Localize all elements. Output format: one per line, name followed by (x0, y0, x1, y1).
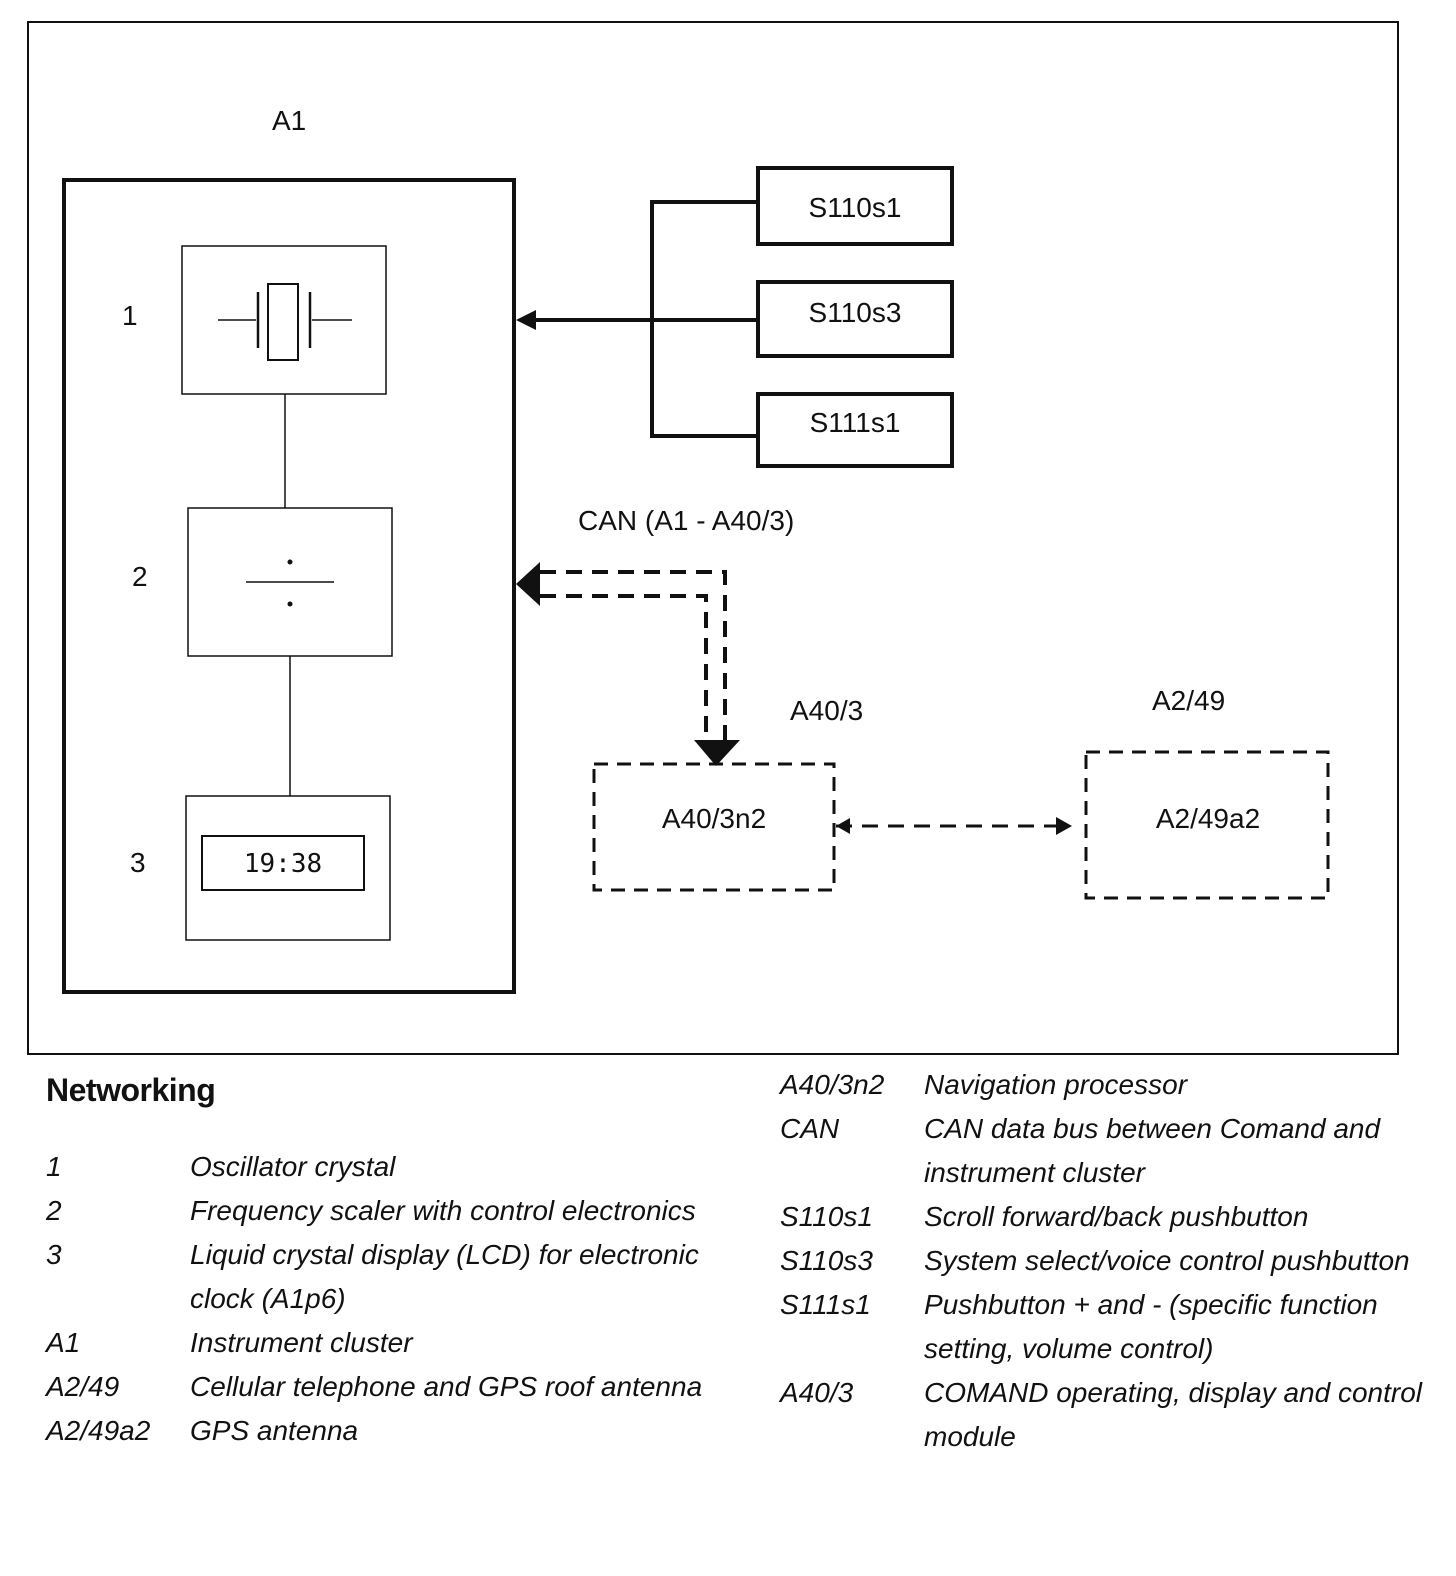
item-1-label: 1 (122, 300, 138, 331)
legend-row: 2 Frequency scaler with control electroni… (46, 1189, 706, 1233)
legend-code: A2/49a2 (46, 1415, 151, 1446)
legend-code: S111s1 (780, 1289, 871, 1320)
legend-code: 3 (46, 1239, 62, 1270)
can-bus-link (540, 570, 727, 740)
legend-code: S110s1 (780, 1201, 873, 1232)
legend-code: A2/49 (46, 1371, 120, 1402)
lcd-screen (201, 835, 365, 891)
legend-code: A1 (46, 1327, 81, 1358)
gps-link-arrow-left (836, 818, 850, 834)
navigation-processor-label: A40/3n2 (662, 803, 766, 834)
legend-row: CAN CAN data bus between Comand and instr… (780, 1107, 1440, 1195)
legend-row: S110s1 Scroll forward/back pushbutton (780, 1195, 1440, 1239)
legend-description: Pushbutton + and - (specific function se… (924, 1289, 1378, 1364)
switch-input-arrow (516, 310, 536, 330)
oscillator-crystal-icon (218, 283, 352, 361)
divide-icon (246, 559, 334, 607)
legend-row: S110s3 System select/voice control pushbu… (780, 1239, 1440, 1283)
legend-description: Instrument cluster (190, 1327, 413, 1358)
legend-description: Navigation processor (924, 1069, 1188, 1100)
switch-label-s110s3: S110s3 (809, 297, 902, 328)
legend-left-column: 1 Oscillator crystal 2 Frequency scaler wit… (46, 1145, 706, 1453)
legend-row: A1 Instrument cluster (46, 1321, 706, 1365)
item-3-label: 3 (130, 847, 146, 878)
legend-description: Scroll forward/back pushbutton (924, 1201, 1309, 1232)
lcd-box (185, 795, 391, 941)
legend-row: A40/3n2 Navigation processor (780, 1063, 1440, 1107)
switch-label-s110s1: S110s1 (809, 192, 902, 223)
legend-description: Cellular telephone and GPS roof antenna (190, 1371, 703, 1402)
legend-code: S110s3 (780, 1245, 873, 1276)
lcd-time: 19:38 (244, 849, 322, 879)
gps-antenna-box (1084, 750, 1330, 900)
legend-code: 1 (46, 1151, 62, 1182)
switch-bus-lines (530, 200, 758, 438)
legend-description: System select/voice control pushbutton (924, 1245, 1410, 1276)
a2-label: A2/49 (1152, 685, 1225, 716)
oscillator-crystal-box (181, 245, 387, 395)
legend-code: A40/3n2 (780, 1069, 885, 1100)
legend-row: A40/3 COMAND operating, display and contr… (780, 1371, 1440, 1459)
switch-box-s111s1 (756, 392, 954, 468)
legend-row: S111s1 Pushbutton + and - (specific funct… (780, 1283, 1440, 1371)
legend-row: 1 Oscillator crystal (46, 1145, 706, 1189)
legend-code: A40/3 (780, 1377, 854, 1408)
legend-description: Frequency scaler with control electronic… (190, 1195, 696, 1226)
can-arrow-left (516, 562, 540, 606)
legend-code: CAN (780, 1113, 840, 1144)
cluster-label: A1 (272, 105, 306, 136)
legend-description: Liquid crystal display (LCD) for electro… (190, 1239, 699, 1314)
switch-label-s111s1: S111s1 (810, 407, 901, 438)
gps-antenna-label: A2/49a2 (1156, 803, 1260, 834)
a40-label: A40/3 (790, 695, 863, 726)
legend-row: A2/49a2 GPS antenna (46, 1409, 706, 1453)
gps-link-arrow-right (1056, 817, 1072, 835)
can-arrow-down (694, 740, 740, 766)
legend-description: COMAND operating, display and control mo… (924, 1377, 1423, 1452)
legend-row: A2/49 Cellular telephone and GPS roof ant… (46, 1365, 706, 1409)
legend-description: Oscillator crystal (190, 1151, 396, 1182)
legend-code: 2 (46, 1195, 62, 1226)
legend-description: GPS antenna (190, 1415, 359, 1446)
can-label: CAN (A1 - A40/3) (578, 505, 794, 536)
diagram-frame (27, 21, 1399, 1055)
instrument-cluster-box (62, 178, 516, 994)
switch-box-s110s1 (756, 166, 954, 246)
networking-diagram: A1 1 2 3 19:38 S110s1 S110s3 S111s1 CAN … (27, 21, 1399, 1055)
item-2-label: 2 (132, 561, 148, 592)
legend-description: CAN data bus between Comand and instrume… (924, 1113, 1381, 1188)
legend-row: 3 Liquid crystal display (LCD) for electr… (46, 1233, 706, 1321)
navigation-processor-box (592, 762, 836, 892)
legend-title: Networking (46, 1072, 216, 1108)
